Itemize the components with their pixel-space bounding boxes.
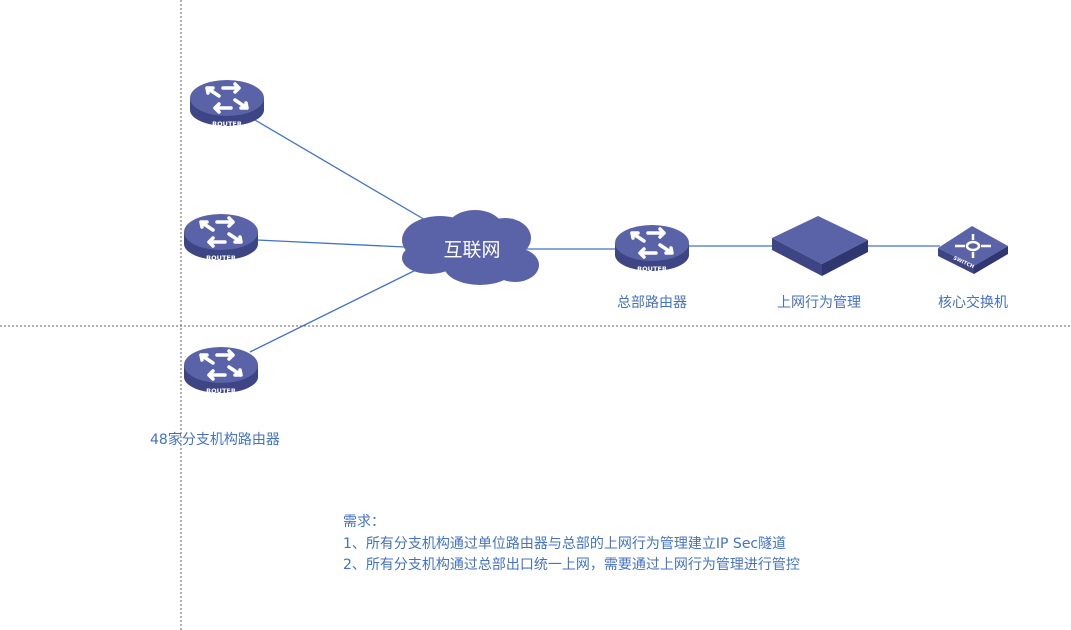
internet-cloud: 互联网 (402, 210, 539, 285)
link-branch2-cloud (256, 239, 406, 248)
branch-router-2: ROUTER (182, 212, 260, 262)
branch-router-1: ROUTER (188, 78, 266, 128)
hq-router-label: 总部路由器 (617, 295, 687, 311)
behavior-mgmt-label: 上网行为管理 (777, 295, 861, 311)
requirements: 需求： 1、所有分支机构通过单位路由器与总部的上网行为管理建立IP Sec隧道 … (343, 512, 800, 577)
requirement-item: 1、所有分支机构通过单位路由器与总部的上网行为管理建立IP Sec隧道 (343, 535, 787, 552)
link-branch3-cloud (249, 263, 429, 353)
requirement-item: 2、所有分支机构通过总部出口统一上网，需要通过上网行为管理进行管控 (343, 557, 800, 573)
router-tag: ROUTER (637, 265, 667, 273)
router-tag: ROUTER (206, 254, 236, 262)
branch-routers-label: 48家分支机构路由器 (150, 431, 280, 448)
cloud-label: 互联网 (443, 239, 500, 261)
branch-router-3: ROUTER (182, 345, 260, 395)
core-switch: SWITCH (938, 226, 1008, 274)
router-tag: ROUTER (212, 120, 242, 128)
requirements-title: 需求： (343, 514, 385, 530)
link-branch1-cloud (254, 119, 433, 225)
core-switch-label: 核心交换机 (938, 294, 1008, 311)
links (249, 119, 940, 353)
router-tag: ROUTER (206, 387, 236, 395)
hq-router: ROUTER (613, 223, 691, 273)
behavior-management-device (772, 216, 868, 276)
